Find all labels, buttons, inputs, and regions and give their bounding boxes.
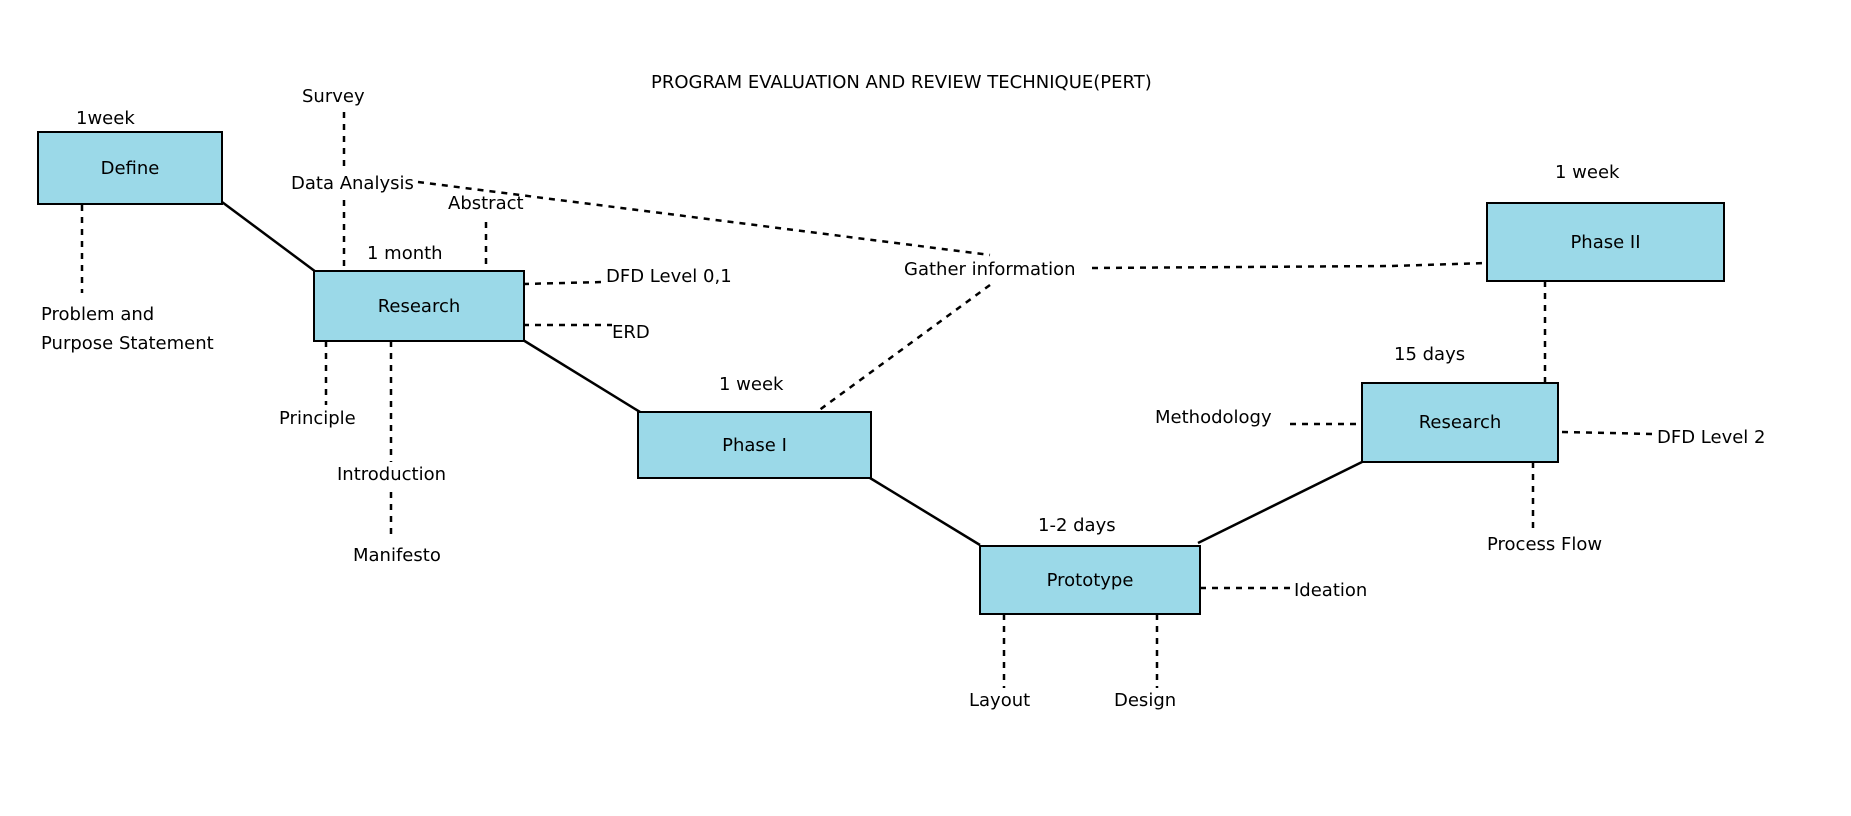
node-define: Define <box>37 131 223 205</box>
annotation-dfd-level-0-1: DFD Level 0,1 <box>606 266 732 287</box>
duration-prototype: 1-2 days <box>1038 515 1116 536</box>
annotation-survey: Survey <box>302 86 365 107</box>
annotation-gather-information: Gather information <box>904 259 1076 280</box>
node-phase-1-label: Phase I <box>722 434 787 456</box>
annotation-problem-line1: Problem and <box>41 304 155 325</box>
node-research-2: Research <box>1361 382 1559 463</box>
dash-gather-phase1 <box>817 283 991 413</box>
node-phase-1: Phase I <box>637 411 872 479</box>
annotation-layout: Layout <box>969 690 1031 711</box>
duration-research-2: 15 days <box>1394 344 1466 365</box>
duration-phase-2: 1 week <box>1555 162 1620 183</box>
annotation-data-analysis: Data Analysis <box>291 173 414 194</box>
annotation-abstract: Abstract <box>448 193 524 214</box>
node-prototype-label: Prototype <box>1046 569 1134 591</box>
node-research-1-label: Research <box>377 295 461 317</box>
dash-dfd2 <box>1561 430 1655 436</box>
annotation-introduction: Introduction <box>337 464 447 485</box>
node-phase-2: Phase II <box>1486 202 1725 282</box>
node-prototype: Prototype <box>979 545 1201 615</box>
node-phase-2-label: Phase II <box>1570 231 1641 253</box>
edge-define-research <box>221 200 317 274</box>
annotation-ideation: Ideation <box>1294 580 1368 601</box>
edge-phase1-prototype <box>869 476 981 547</box>
diagram-title: PROGRAM EVALUATION AND REVIEW TECHNIQUE(… <box>651 72 1152 93</box>
node-research-1: Research <box>313 270 525 342</box>
node-research-2-label: Research <box>1418 412 1502 433</box>
annotation-process-flow: Process Flow <box>1487 534 1603 555</box>
annotation-manifesto: Manifesto <box>353 545 441 566</box>
duration-define: 1week <box>76 108 135 129</box>
edge-research-phase1 <box>522 338 641 414</box>
edge-prototype-research2 <box>1197 460 1363 545</box>
annotation-dfd-level-2: DFD Level 2 <box>1657 427 1766 448</box>
annotation-principle: Principle <box>279 408 356 429</box>
dash-dfd01 <box>522 280 604 286</box>
annotation-problem-line2: Purpose Statement <box>41 333 214 354</box>
dash-gather-phase2 <box>1091 261 1489 270</box>
duration-phase-1: 1 week <box>719 374 784 395</box>
annotation-erd: ERD <box>612 322 650 343</box>
duration-research-1: 1 month <box>367 243 443 264</box>
node-define-label: Define <box>100 157 160 179</box>
annotation-design: Design <box>1114 690 1177 711</box>
annotation-methodology: Methodology <box>1155 407 1272 428</box>
dash-data-analysis-gather <box>417 180 991 257</box>
